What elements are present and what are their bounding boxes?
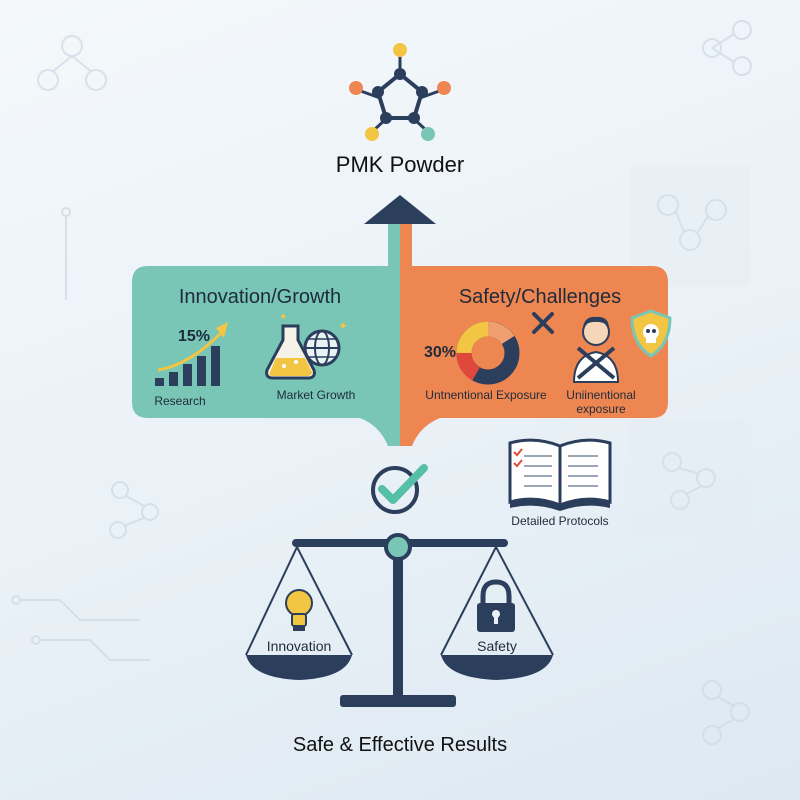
molecule-icon bbox=[349, 43, 451, 141]
skull-shield-icon bbox=[630, 309, 672, 358]
balance-scale bbox=[245, 533, 554, 707]
research-label: Research bbox=[154, 394, 206, 408]
bottom-title: Safe & Effective Results bbox=[292, 734, 508, 756]
page-title: PMK Powder bbox=[335, 152, 465, 177]
arrow-shaft-right bbox=[400, 224, 412, 446]
safety-pan-label: Safety bbox=[477, 638, 517, 654]
x-mark-icon bbox=[532, 312, 554, 334]
flask-globe-icon: ✦ ✦ bbox=[265, 312, 348, 380]
svg-text:✦: ✦ bbox=[338, 319, 348, 333]
arrow-head bbox=[364, 195, 436, 224]
padlock-icon bbox=[477, 579, 515, 632]
open-book-icon bbox=[508, 438, 612, 511]
protocols-label: Detailed Protocols bbox=[511, 514, 609, 528]
innovation-card bbox=[132, 266, 388, 446]
exposure-percent: 30% bbox=[424, 344, 457, 361]
unintentional-exposure-label: Uniinentional exposure bbox=[566, 388, 636, 416]
check-circle-icon bbox=[371, 464, 428, 514]
bar-chart-icon bbox=[155, 346, 220, 386]
exposure-label: Untnentional Exposure bbox=[425, 388, 547, 402]
arrow-shaft-left bbox=[388, 224, 400, 446]
growth-arrow-icon bbox=[157, 322, 228, 372]
donut-chart-icon bbox=[456, 321, 520, 385]
innovation-pan-label: Innovation bbox=[266, 638, 332, 654]
svg-text:✦: ✦ bbox=[279, 312, 287, 323]
safety-card-title: Safety/Challenges bbox=[458, 286, 622, 308]
growth-percent: 15% bbox=[178, 328, 211, 345]
person-crossed-icon bbox=[572, 316, 620, 383]
lightbulb-icon bbox=[285, 589, 313, 631]
safety-card bbox=[412, 266, 668, 446]
innovation-card-title: Innovation/Growth bbox=[178, 286, 342, 308]
background-decoration bbox=[11, 20, 752, 745]
market-growth-label: Market Growth bbox=[276, 388, 356, 402]
